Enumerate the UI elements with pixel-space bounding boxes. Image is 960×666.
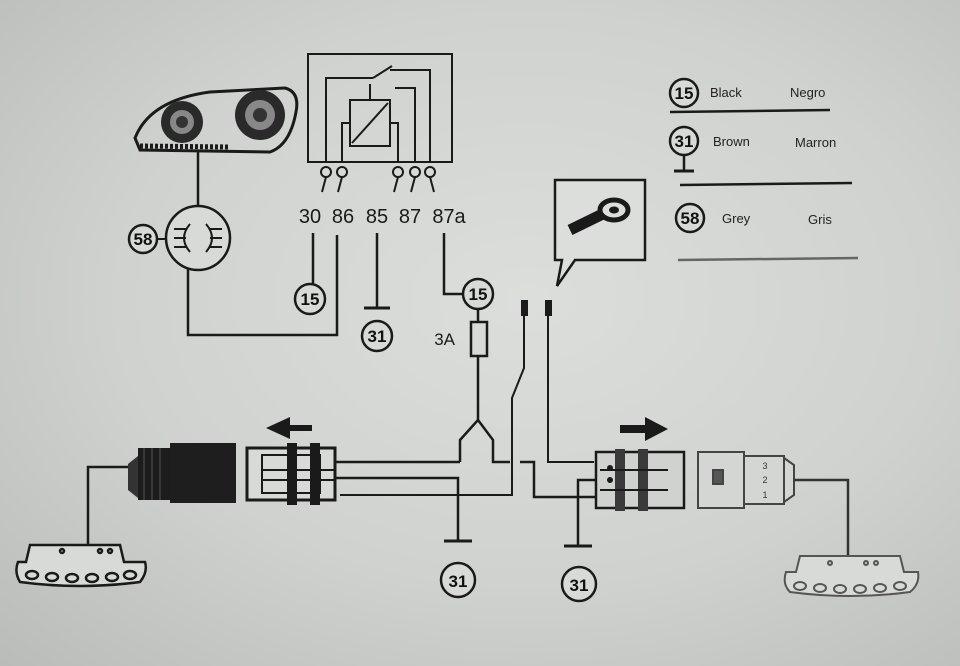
circle-15-fuse-label: 15 xyxy=(469,285,488,304)
left-plug-connector xyxy=(128,443,236,503)
left-socket-connector xyxy=(245,443,337,505)
legend-31-code: 31 xyxy=(675,132,694,151)
right-socket-connector xyxy=(594,449,686,511)
headlamp-icon xyxy=(133,86,299,154)
legend-31-es: Marron xyxy=(795,135,836,150)
pin-85-label: 85 xyxy=(366,206,388,228)
relay-symbol xyxy=(307,53,453,163)
circle-31-pin85 xyxy=(360,319,394,353)
lamp-icon xyxy=(174,223,222,253)
arrow-left-icon xyxy=(266,417,312,439)
circle-31-ground-right xyxy=(560,565,598,603)
legend-58-code: 58 xyxy=(681,209,700,228)
legend-15-en: Black xyxy=(710,85,742,100)
right-pin-2-label: 2 xyxy=(762,475,767,485)
pin-87-label: 87 xyxy=(399,206,421,228)
right-drl-lamp-icon xyxy=(783,555,920,597)
switch-tab-left xyxy=(521,300,528,316)
fuse-rating-label: 3A xyxy=(434,330,455,349)
tape-icon xyxy=(567,197,631,235)
pin-86-label: 86 xyxy=(332,206,354,228)
legend-58-en: Grey xyxy=(722,211,751,226)
circle-58-label: 58 xyxy=(134,230,153,249)
tape-callout xyxy=(553,178,647,287)
legend-31-en: Brown xyxy=(713,134,750,149)
right-pin-3-label: 3 xyxy=(762,461,767,471)
circle-31-ground-left-label: 31 xyxy=(449,572,468,591)
arrow-right-icon xyxy=(620,417,668,441)
switch-tab-right xyxy=(545,300,552,316)
circle-31-pin85-label: 31 xyxy=(368,327,387,346)
pin-87a-label: 87a xyxy=(432,206,466,228)
fuse-symbol xyxy=(469,320,489,358)
legend-15-es: Negro xyxy=(790,85,825,100)
circle-31-ground-left xyxy=(439,561,477,599)
circle-15-pin30 xyxy=(293,282,327,316)
circle-15-pin30-label: 15 xyxy=(301,290,320,309)
legend-15-code: 15 xyxy=(675,84,694,103)
pin-30-label: 30 xyxy=(299,206,321,228)
left-drl-lamp-icon xyxy=(15,543,148,588)
relay-terminals xyxy=(320,166,436,193)
legend: 15 Black Negro 31 Brown Marron 58 Grey G… xyxy=(668,77,859,262)
circle-31-ground-right-label: 31 xyxy=(570,576,589,595)
legend-58-es: Gris xyxy=(808,212,832,227)
right-plug-connector xyxy=(697,451,795,509)
right-pin-1-label: 1 xyxy=(762,490,767,500)
